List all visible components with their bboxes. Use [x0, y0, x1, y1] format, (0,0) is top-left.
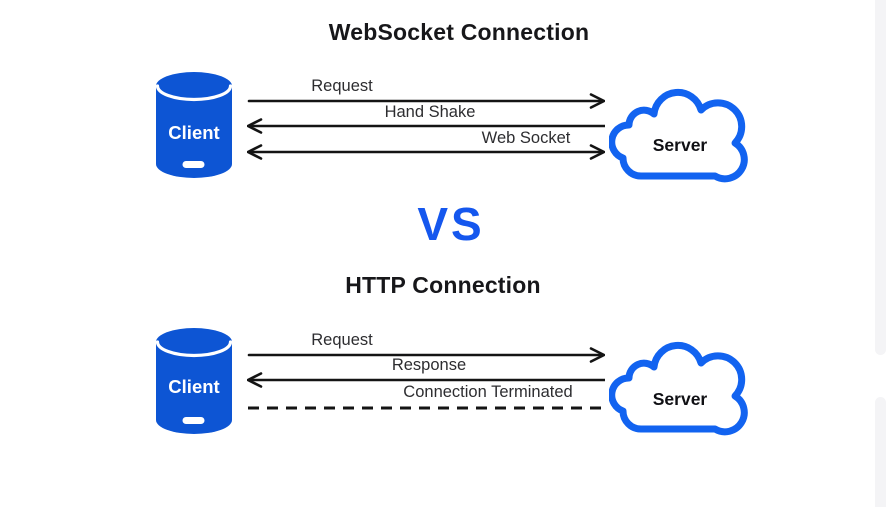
client-node-label: Client [168, 376, 220, 397]
client-database-icon [155, 328, 233, 434]
server-node-label: Server [652, 135, 708, 155]
arrow-label-request: Request [311, 77, 373, 95]
handshake-arrow-icon [247, 118, 605, 134]
websocket-arrow-icon [247, 144, 605, 160]
http-section-title: HTTP Connection [345, 272, 541, 298]
arrow-label-response: Response [391, 356, 467, 374]
arrow-label-handshake: Hand Shake [384, 103, 476, 121]
vs-label: VS [417, 198, 485, 250]
connection-terminated-dashed-line [248, 406, 605, 410]
server-cloud-icon [609, 341, 748, 436]
server-cloud-icon [609, 88, 748, 183]
client-node-label: Client [168, 122, 220, 143]
arrow-label-request: Request [311, 331, 373, 349]
client-database-icon [155, 72, 233, 178]
websocket-section-title: WebSocket Connection [328, 19, 590, 45]
arrow-label-connection-terminated: Connection Terminated [403, 383, 573, 401]
right-rail-card [875, 0, 886, 355]
arrow-label-websocket: Web Socket [481, 129, 571, 147]
server-node-label: Server [652, 389, 708, 409]
request-arrow-icon [247, 93, 605, 109]
response-arrow-icon [247, 372, 605, 388]
request-arrow-icon [247, 347, 605, 363]
right-rail-card [875, 397, 886, 507]
